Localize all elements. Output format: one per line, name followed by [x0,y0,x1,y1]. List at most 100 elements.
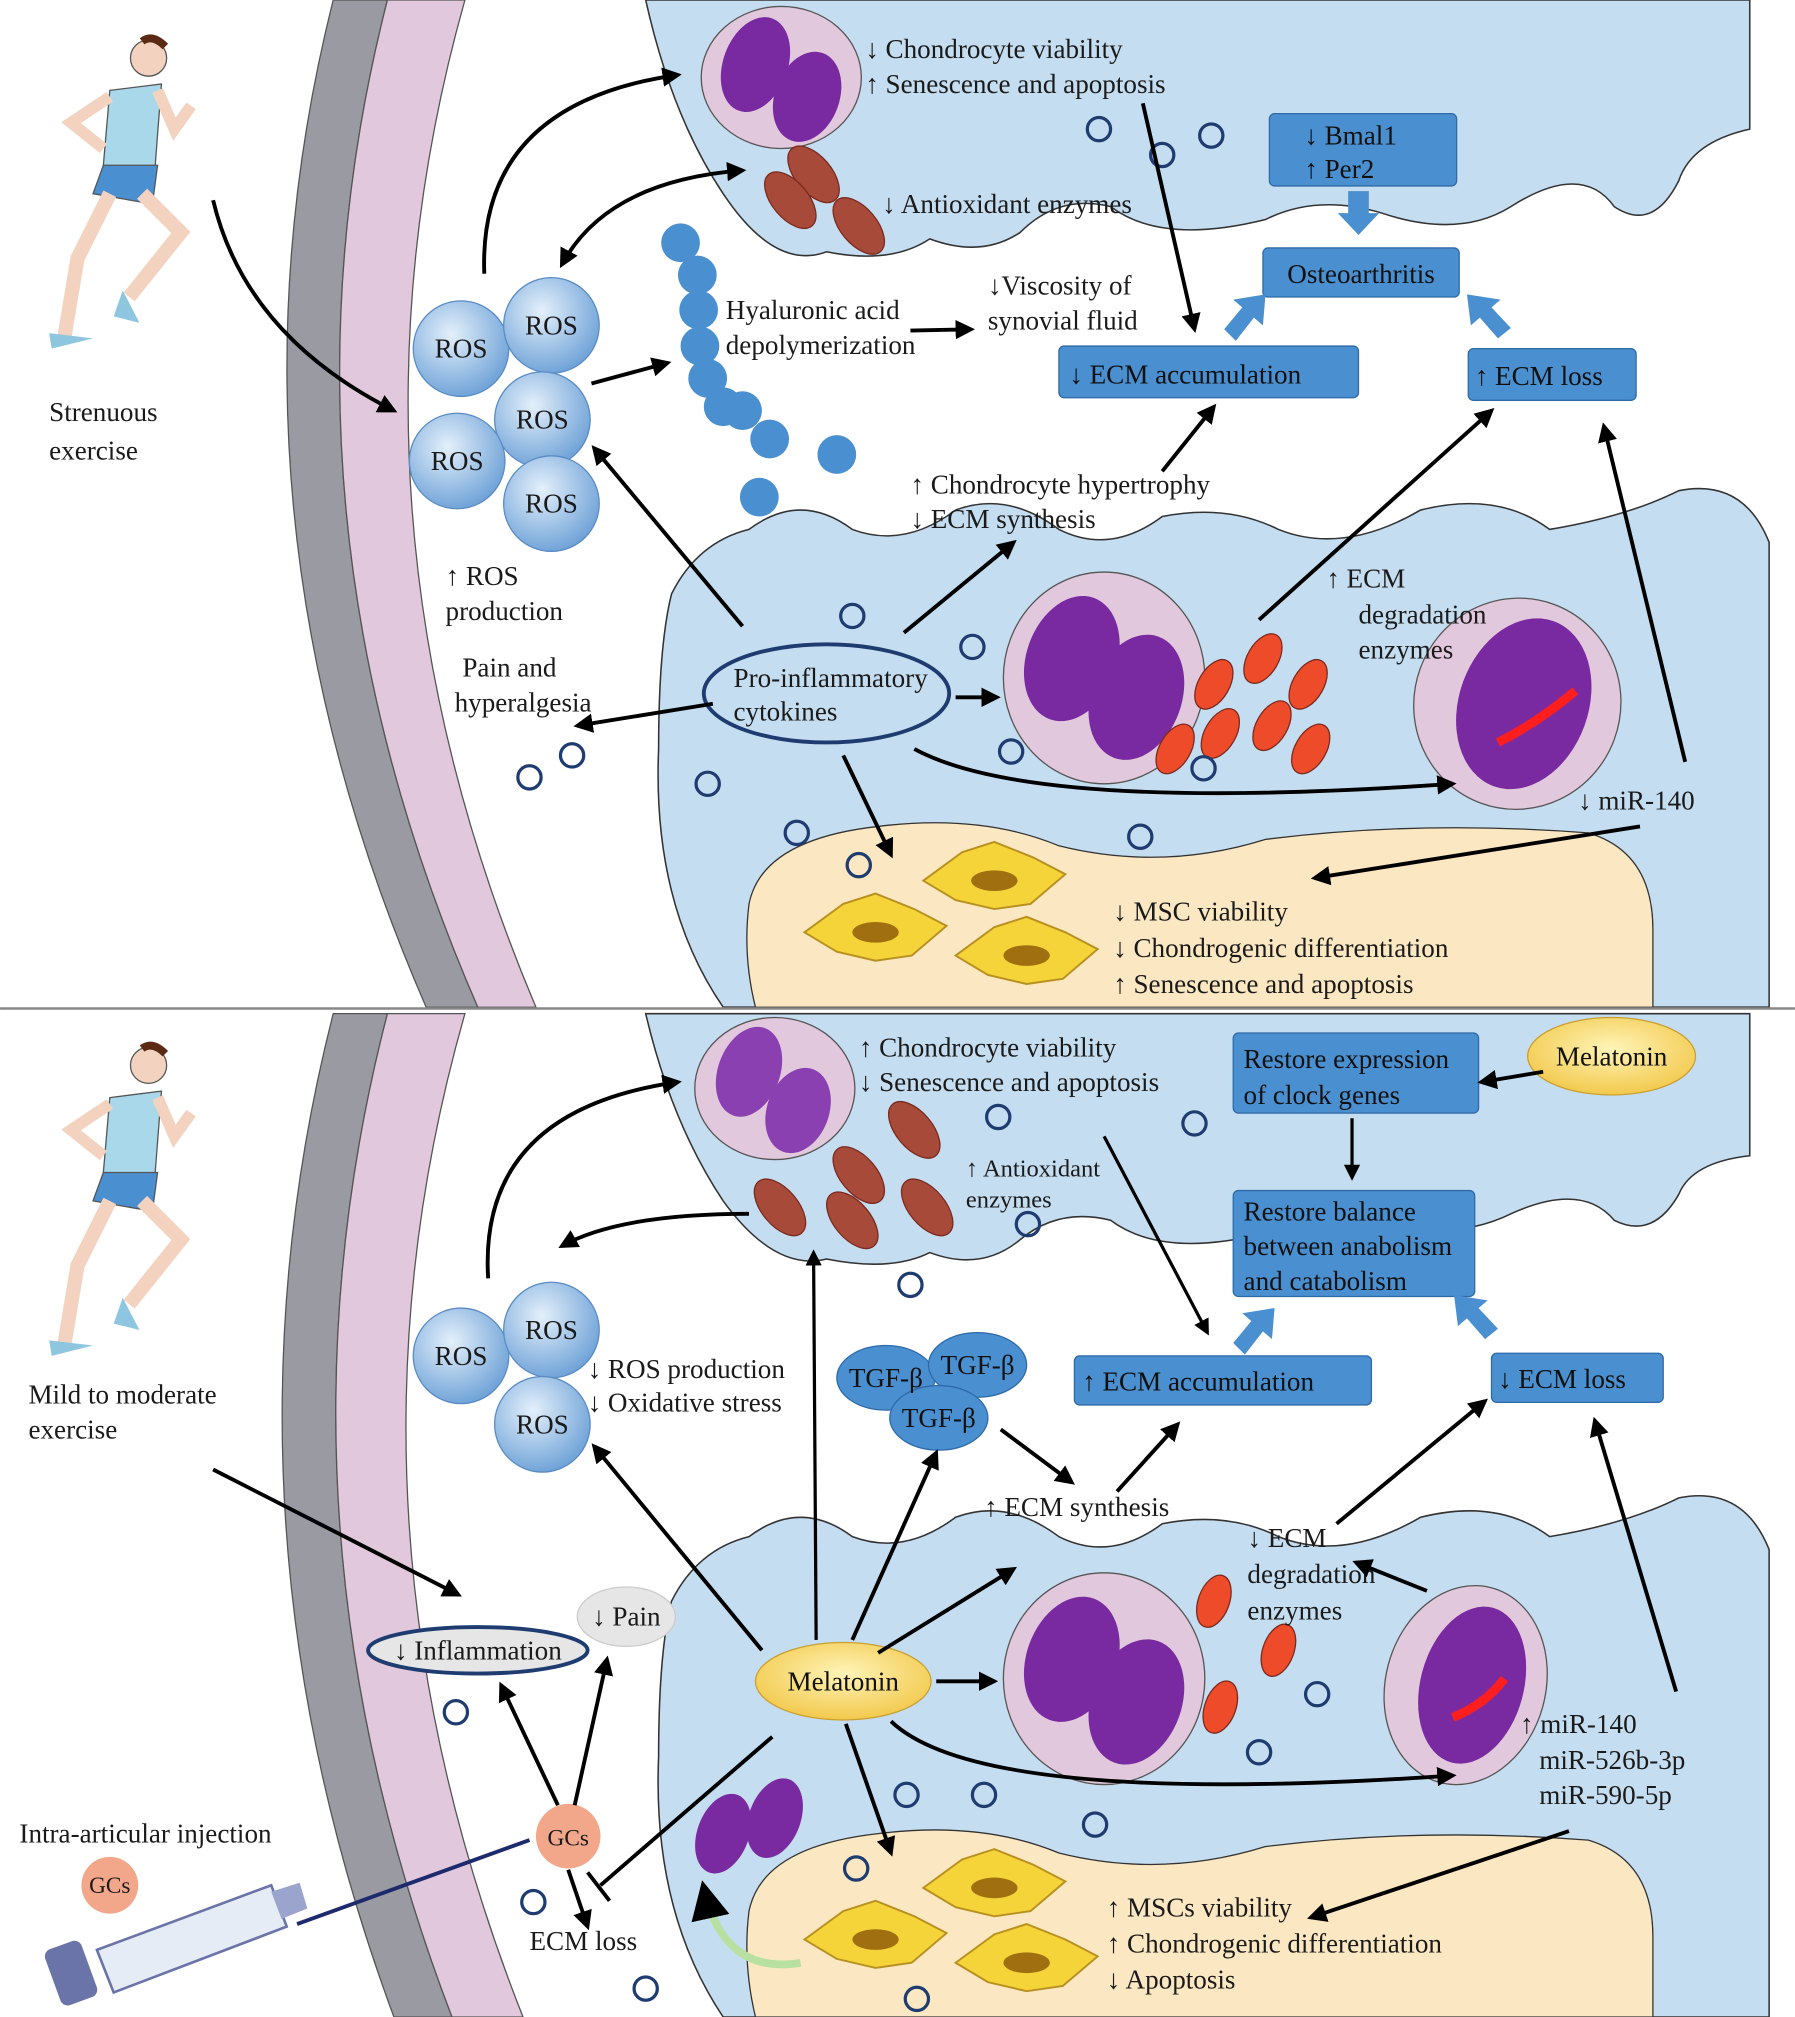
chondrocyte-cell [1002,571,1206,785]
runner-shoe [113,1297,140,1331]
ecm-degradation-enzymes [1155,633,1331,775]
gcs-label: GCs [548,1825,589,1851]
hyaluronic-acid-chain [661,223,857,517]
vesicle [558,742,586,769]
vesicle [442,1699,470,1726]
runner-figure [49,1041,196,1356]
msc-text-2: ↓ Chondrogenic differentiation [1113,933,1449,963]
arrow [805,1249,822,1640]
vesicle [997,738,1025,765]
runner-shirt [102,83,163,169]
ecm-loss-box [1490,1352,1664,1403]
block-arrow-down [1337,191,1380,236]
antioxidant-enzyme [900,1178,954,1237]
runner-leg [57,190,117,337]
arrow [573,701,714,733]
ecm-degradation-enzyme [1252,700,1292,752]
inflammation-ellipse [366,1625,590,1676]
ros-effects-text-2: ↓ Oxidative stress [588,1387,782,1417]
stem-cell-nucleus [971,870,1018,891]
hypertrophic-chondrocyte [1413,597,1622,810]
ros-label: ROS [525,310,578,340]
antioxidant-text: ↓ Antioxidant enzymes [882,189,1132,219]
arrow [566,1869,592,1931]
vesicle [520,1888,547,1916]
ros-label: ROS [516,405,569,435]
balance-text-2: between anabolism [1244,1231,1453,1261]
ecm-accumulation-label: ↓ ECM accumulation [1069,360,1301,390]
ros-molecule [493,1375,591,1473]
vesicle [1148,141,1176,169]
gcs-ecm-loss-text: ECM loss [529,1926,637,1956]
hypertrophy-text: ↑ Chondrocyte hypertrophy [910,469,1210,499]
ecm-degradation-enzymes [1195,1574,1297,1734]
vesicle [694,770,721,798]
pain-text: Pain and [462,653,557,683]
vesicle [893,1781,920,1809]
clock-gene-box [1268,112,1458,187]
ros-label: ROS [431,446,484,476]
runner-shoe [49,1340,94,1356]
runner-figure [49,34,196,349]
arrow [1589,1416,1679,1693]
pain-ellipse [576,1586,677,1648]
ecm-synthesis-text: ↑ ECM synthesis [984,1492,1169,1522]
viscosity-text: ↓Viscosity of [988,270,1133,300]
ecm-degradation-enzyme [1194,659,1234,710]
block-arrow-up-left [1466,294,1511,339]
hyaluronic-bead [688,358,728,398]
ros-label: ROS [525,489,578,519]
ecm-degradation-enzyme [1290,723,1331,775]
vesicle [1127,823,1154,850]
upper-cartilage [644,0,1751,257]
msc-text-2: ↑ Chondrogenic differentiation [1107,1928,1443,1958]
hyaluronic-bead [817,435,857,474]
balance-text: Restore balance [1244,1196,1416,1226]
tgf-beta-label: TGF-β [849,1363,923,1393]
chondrocyte-cell [700,5,862,150]
ecm-accumulation-box [1073,1355,1373,1406]
mesenchymal-stem-cells [802,840,1100,985]
osteoarthritis-label: Osteoarthritis [1287,259,1435,289]
arrow [999,1427,1075,1485]
osteoarthritis-box [1262,247,1460,298]
hyaluronic-bead [679,290,719,330]
arrow [572,1655,614,1806]
inhibition-line [599,1735,774,1887]
arrow [558,1211,750,1248]
runner-arm [61,1099,114,1161]
top-arrows [211,67,1688,886]
senescence-text: ↑ Senescence and apoptosis [865,69,1165,99]
antioxidant-text-2: enzymes [966,1186,1052,1213]
runner-shirt [102,1090,163,1176]
mirna-strand [1451,1675,1509,1722]
curved-arrow-icon [691,1880,802,1969]
arrow [211,199,398,413]
antioxidant-enzyme [753,1178,807,1237]
ros-cluster: ROS ROS ROS ROS ROS [408,276,600,553]
arrow [591,445,745,628]
ecm-accumulation-box [1058,345,1360,399]
ros-label: ROS [516,1409,569,1439]
chondrocyte-cell [1002,1572,1206,1786]
small-vesicles [442,1103,1331,2013]
hyaluronic-bead [750,419,790,459]
stem-cell-nucleus [852,921,899,943]
arrow [1160,403,1217,473]
block-arrow-up-right [1224,294,1266,341]
arrow [1477,1069,1544,1090]
pain-text-2: hyperalgesia [455,688,592,718]
arrow [877,1566,1018,1655]
arrow [559,161,747,269]
ros-label: ROS [435,334,488,364]
degradation-text: ↓ ECM [1247,1523,1326,1553]
msc-text-3: ↑ Senescence and apoptosis [1113,969,1413,999]
runner-arm [152,88,196,141]
ros-molecule [412,1307,510,1405]
strenuous-exercise-text-2: exercise [49,436,138,466]
hyaluronic-text-2: depolymerization [726,330,916,360]
mesenchymal-stem-cells [802,1848,1100,1993]
vesicle [842,1855,870,1882]
ecm-degradation-enzyme [1202,1680,1239,1734]
